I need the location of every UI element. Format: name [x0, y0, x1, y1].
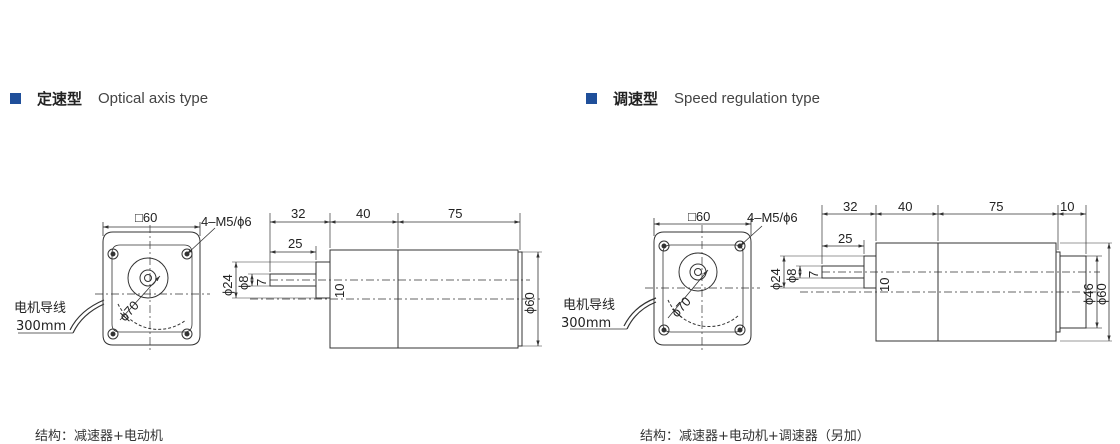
bullet-square-icon [586, 93, 597, 104]
dim-7: 7 [806, 271, 821, 278]
dim-phi24: ϕ24 [220, 274, 235, 296]
dim-40: 40 [898, 199, 912, 214]
dim-32: 32 [291, 206, 305, 221]
dim-square-60: □60 [135, 210, 157, 225]
dim-10: 10 [877, 278, 892, 292]
dim-7: 7 [254, 279, 269, 286]
dim-phi60: ϕ60 [1094, 283, 1109, 305]
heading-en: Optical axis type [98, 90, 209, 107]
dim-25: 25 [288, 236, 302, 251]
dim-40: 40 [356, 206, 370, 221]
section-heading-speed-regulation: 调速型 Speed regulation type [586, 88, 820, 109]
dim-25: 25 [838, 231, 852, 246]
dim-75: 75 [448, 206, 462, 221]
right-side-view [780, 205, 1112, 342]
dim-screws: 4–M5/ϕ6 [747, 210, 798, 225]
heading-zh: 调速型 [613, 90, 659, 108]
dim-phi8: ϕ8 [236, 275, 251, 290]
dim-phi24: ϕ24 [768, 268, 783, 290]
dim-phi70: ϕ70 [668, 294, 694, 320]
dim-75: 75 [989, 199, 1003, 214]
dim-10: 10 [332, 284, 347, 298]
structure-caption-left: 结构：减速器+电动机 [35, 429, 163, 444]
heading-zh: 定速型 [37, 90, 83, 108]
dim-phi8: ϕ8 [784, 268, 799, 283]
dim-phi46: ϕ46 [1081, 283, 1096, 305]
section-heading-optical-axis: 定速型 Optical axis type [10, 88, 208, 109]
left-front-view [18, 222, 216, 352]
lead-wire-length: 300mm [561, 316, 611, 331]
lead-wire-label: 电机导线 [563, 298, 615, 313]
dim-phi70: ϕ70 [116, 298, 142, 324]
right-front-view [570, 218, 763, 352]
right-dimension-labels: □60 4–M5/ϕ6 32 40 75 10 25 ϕ24 ϕ8 7 10 ϕ… [561, 199, 1109, 331]
structure-caption-right: 结构：减速器+电动机+调速器（另加） [640, 429, 870, 444]
dim-square-60: □60 [688, 209, 710, 224]
lead-wire-label: 电机导线 [14, 301, 66, 316]
dim-phi60: ϕ60 [522, 292, 537, 314]
bullet-square-icon [10, 93, 21, 104]
lead-wire-length: 300mm [16, 319, 66, 334]
dim-10-right: 10 [1060, 199, 1074, 214]
left-dimension-labels: □60 4–M5/ϕ6 32 40 75 25 ϕ24 ϕ8 7 10 ϕ60 … [14, 206, 537, 334]
heading-en: Speed regulation type [674, 90, 820, 107]
dim-screws: 4–M5/ϕ6 [201, 214, 252, 229]
left-side-view [232, 213, 542, 349]
dim-32: 32 [843, 199, 857, 214]
